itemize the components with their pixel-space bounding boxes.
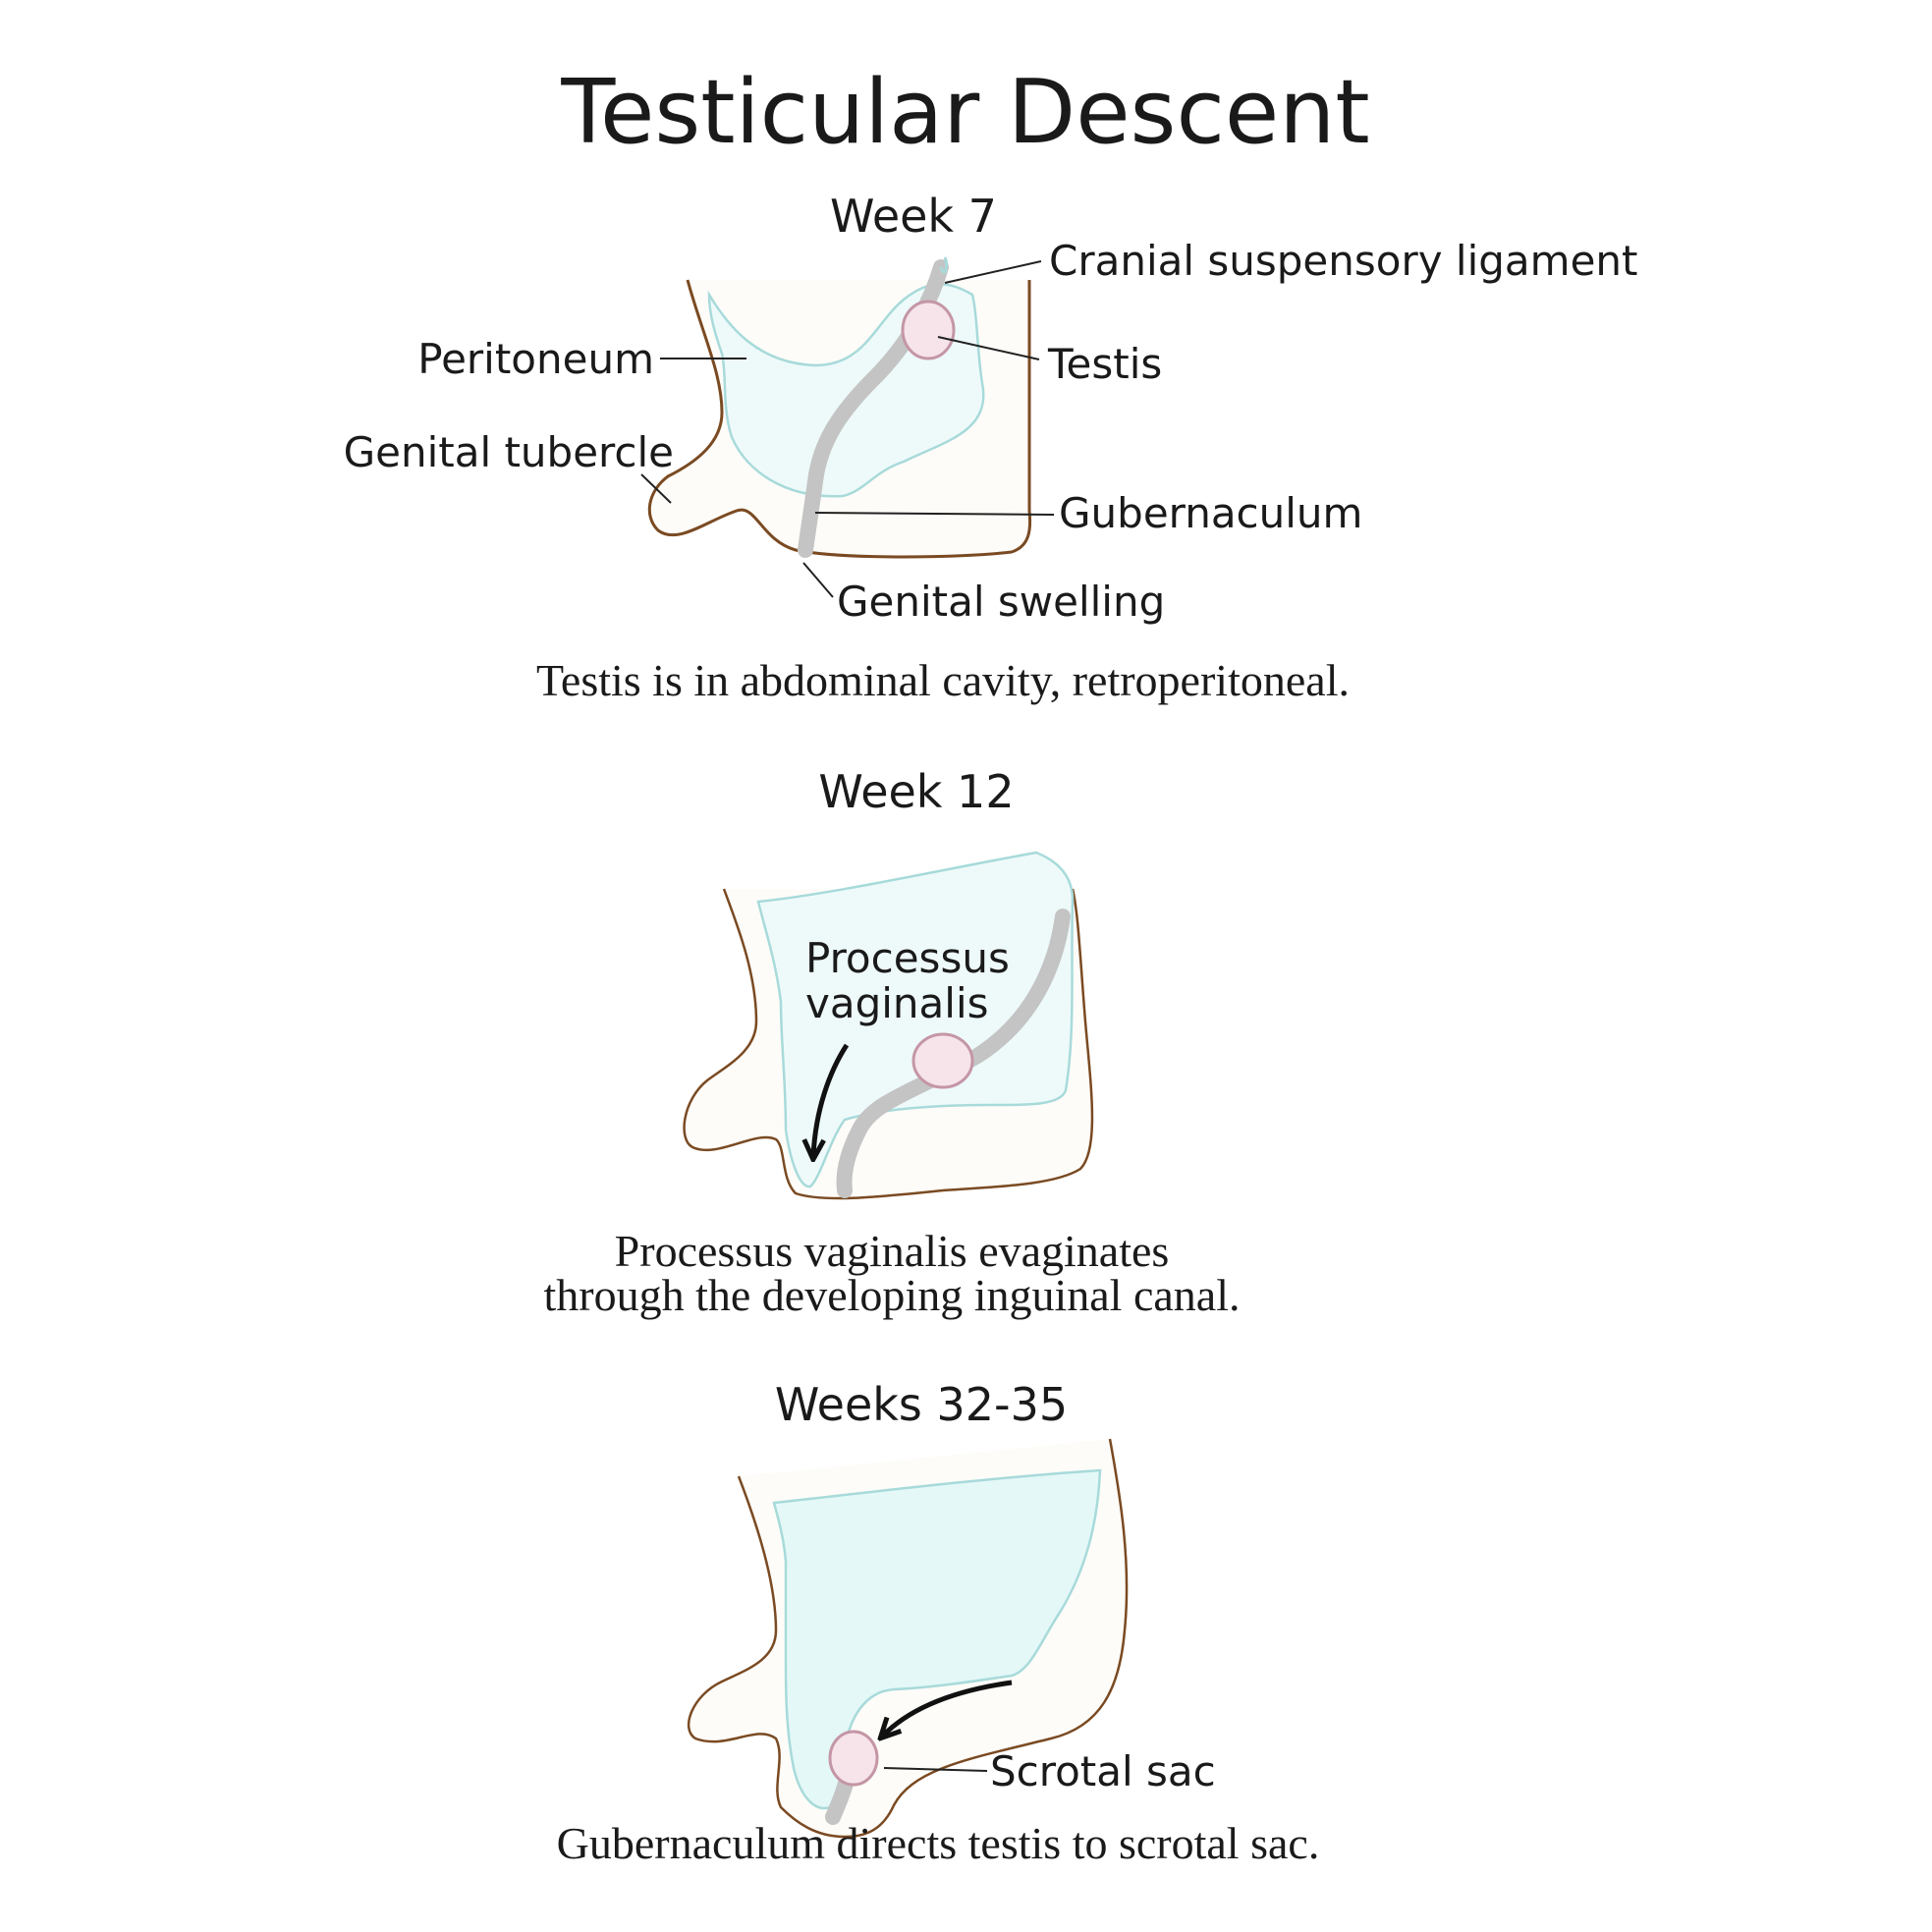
leader-cranial: [944, 260, 1042, 284]
panel-caption: Testis is in abdominal cavity, retroperi…: [536, 655, 1350, 705]
panel-caption-line2: through the developing inguinal canal.: [544, 1270, 1241, 1320]
label-testis: Testis: [1047, 340, 1162, 388]
leader-genital-swelling: [802, 562, 834, 598]
page-title: Testicular Descent: [560, 61, 1369, 164]
testis: [911, 1032, 974, 1089]
leader-scrotal-sac: [883, 1767, 988, 1772]
label-peritoneum: Peritoneum: [417, 335, 654, 383]
label-cranial-suspensory-ligament: Cranial suspensory ligament: [1049, 237, 1638, 285]
label-scrotal-sac: Scrotal sac: [990, 1747, 1216, 1795]
panel-caption-line1: Processus vaginalis evaginates: [615, 1226, 1170, 1276]
peritoneum: [756, 851, 1075, 1188]
peritoneum: [772, 1468, 1102, 1810]
label-processus-line2: vaginalis: [805, 979, 989, 1027]
panel-heading: Weeks 32-35: [775, 1378, 1068, 1431]
panel-heading: Week 12: [818, 765, 1014, 818]
testis: [901, 300, 956, 360]
panel-heading: Week 7: [830, 190, 997, 243]
descent-arrow: [882, 1680, 1013, 1737]
label-processus-line1: Processus: [805, 934, 1010, 982]
leader-gubernaculum: [814, 512, 1055, 516]
panel-week-12: Week 12 Processus vaginalis Processus va…: [544, 765, 1241, 1320]
panel-weeks-32-35: Weeks 32-35 Scrotal sac Gubernaculum dir…: [557, 1378, 1320, 1868]
cranial-suspensory-ligament: [939, 256, 949, 274]
panel-week-7: Week 7 Cranial suspensory ligament Testi…: [344, 190, 1638, 705]
label-genital-tubercle: Genital tubercle: [344, 428, 674, 476]
processus-vaginalis-arrow: [813, 1043, 850, 1157]
leader-genital-tubercle: [640, 473, 672, 504]
panel-caption: Gubernaculum directs testis to scrotal s…: [557, 1818, 1320, 1868]
leader-testis: [937, 336, 1040, 360]
label-genital-swelling: Genital swelling: [837, 578, 1165, 626]
testis: [828, 1730, 879, 1787]
label-gubernaculum: Gubernaculum: [1059, 489, 1362, 537]
